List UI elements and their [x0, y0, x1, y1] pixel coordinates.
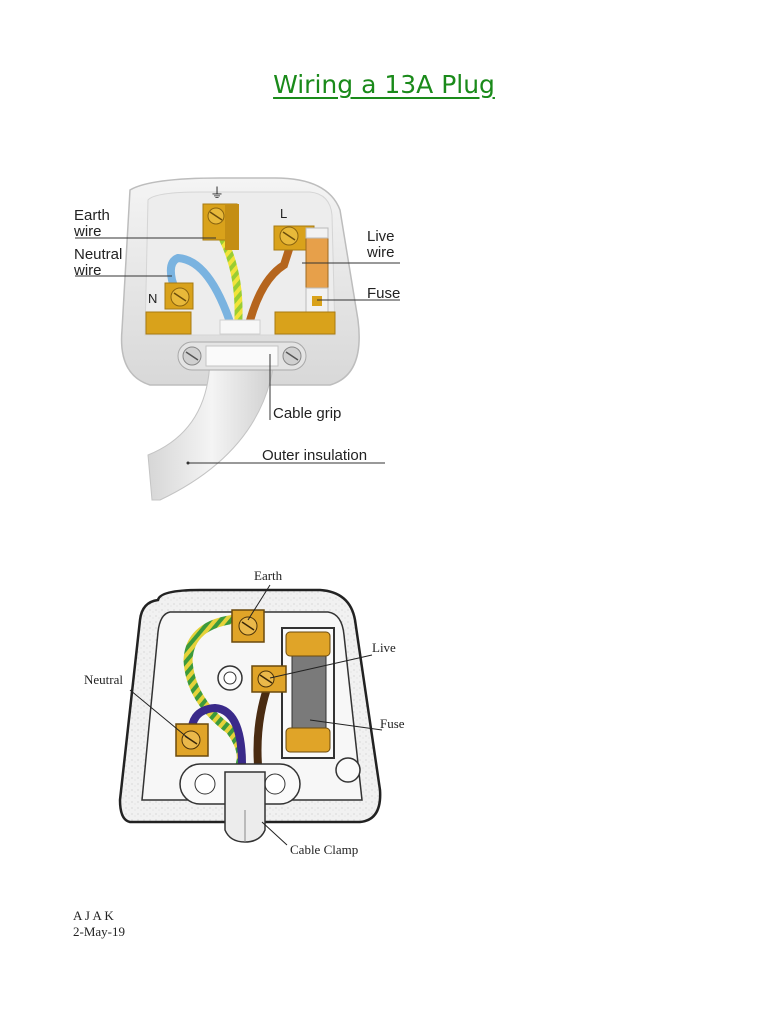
plug-wiring-diagram-bottom: Earth Live Neutral Fuse Cable Clamp — [70, 560, 430, 870]
label-neutral-wire-2: wire — [73, 262, 102, 279]
neutral-letter: N — [148, 291, 157, 306]
neutral-wire — [166, 253, 236, 332]
label-earth-wire-2: wire — [73, 223, 102, 240]
label-fuse: Fuse — [367, 285, 400, 302]
plug-illustration-top: ⏚ L N — [73, 177, 400, 501]
label-cable-grip: Cable grip — [273, 405, 341, 422]
footer: A J A K 2-May-19 — [73, 908, 125, 940]
footer-author: A J A K — [73, 908, 114, 923]
label-live: Live — [372, 640, 396, 655]
earth-symbol: ⏚ — [210, 185, 224, 201]
live-letter: L — [280, 206, 287, 221]
label-outer-insulation: Outer insulation — [262, 447, 367, 464]
label-neutral: Neutral — [84, 672, 123, 687]
label-live-wire-1: Live — [367, 228, 395, 245]
neutral-pin-base — [145, 311, 192, 335]
label-fuse-bottom: Fuse — [380, 716, 405, 731]
live-wire — [244, 236, 296, 332]
plug-wiring-diagram-top: ⏚ L N — [60, 170, 420, 510]
label-neutral-wire-1: Neutral — [74, 246, 122, 263]
cable-outer-insulation — [147, 354, 276, 501]
wire-sleeve — [219, 319, 261, 335]
label-cable-clamp: Cable Clamp — [290, 842, 358, 857]
footer-date: 2-May-19 — [73, 924, 125, 939]
label-earth-wire-1: Earth — [74, 207, 110, 224]
neutral-terminal-bottom — [175, 723, 209, 757]
label-earth: Earth — [254, 568, 283, 583]
page-title: Wiring a 13A Plug — [273, 70, 495, 99]
plug-illustration-bottom: Earth Live Neutral Fuse Cable Clamp — [84, 568, 405, 857]
live-pin-base — [274, 311, 336, 335]
label-live-wire-2: wire — [366, 244, 395, 261]
